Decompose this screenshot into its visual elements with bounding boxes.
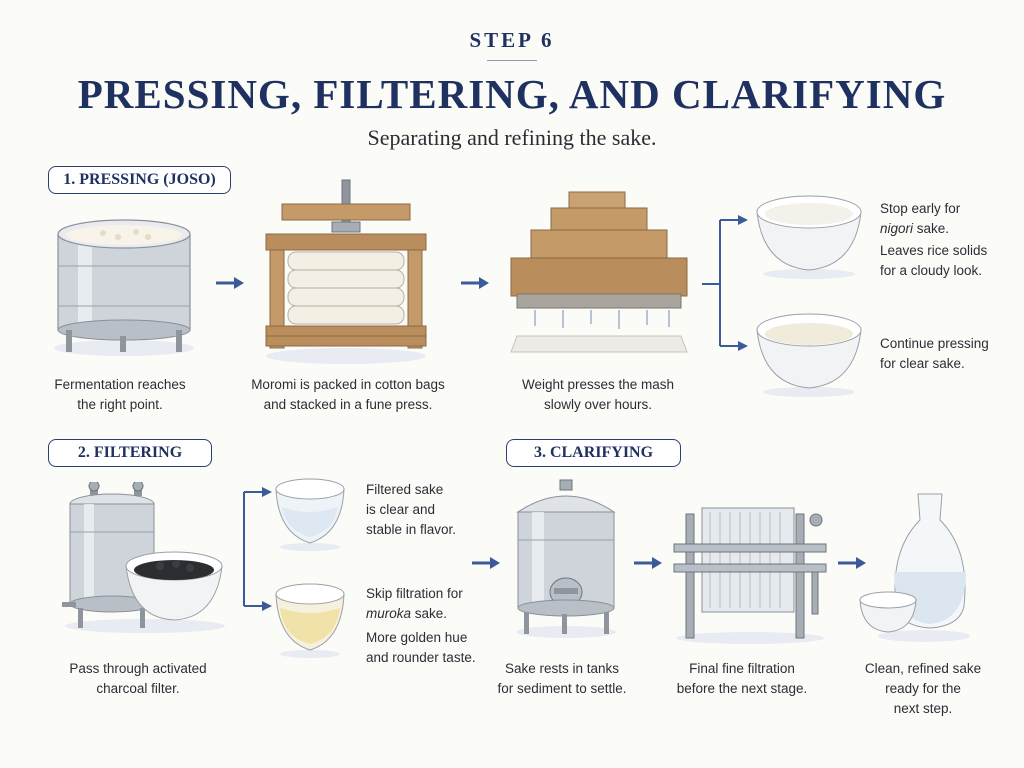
section-heading-filtering: 2. FILTERING [48, 439, 212, 467]
caption-line: Pass through activated [69, 661, 207, 676]
note-nigori: Stop early for nigori sake. Leaves rice … [880, 199, 1020, 281]
note-line: Skip filtration for [366, 586, 463, 601]
fermentation-tank-icon [54, 219, 194, 356]
caption-fine-filtration: Final fine filtration before the next st… [657, 659, 827, 699]
note-line: Leaves rice solids [880, 243, 988, 258]
caption-line: charcoal filter. [96, 681, 180, 696]
caption-line: for sediment to settle. [497, 681, 627, 696]
charcoal-filter-icon [62, 482, 225, 633]
caption-charcoal-filter: Pass through activated charcoal filter. [38, 659, 238, 699]
clear-sake-bowl-icon [756, 313, 862, 397]
note-line: nigori sake. [880, 219, 1020, 239]
arrow-right-icon [216, 277, 244, 289]
arrow-right-icon [634, 557, 662, 569]
caption-line: ready for the [885, 681, 961, 696]
caption-line: Fermentation reaches [54, 377, 186, 392]
note-filtered-sake: Filtered sake is clear and stable in fla… [366, 480, 496, 540]
note-text: sake. [411, 606, 448, 621]
caption-line: the right point. [77, 397, 163, 412]
plate-filter-press-icon [673, 507, 827, 644]
caption-line: next step. [893, 701, 953, 716]
section-heading-pressing: 1. PRESSING (JOSO) [48, 166, 231, 194]
section-heading-clarifying: 3. CLARIFYING [506, 439, 681, 467]
page-title: PRESSING, FILTERING, AND CLARIFYING [77, 71, 947, 117]
note-line: muroka sake. [366, 604, 501, 624]
note-line: and rounder taste. [366, 650, 476, 665]
muroka-sake-cup-icon [275, 583, 345, 658]
note-line: for clear sake. [880, 356, 965, 371]
caption-line: Clean, refined sake [864, 661, 982, 676]
sake-carafe-icon [859, 493, 970, 642]
caption-line: Final fine filtration [689, 661, 795, 676]
step-divider [487, 60, 537, 61]
filtered-sake-cup-icon [275, 478, 345, 551]
nigori-bowl-icon [756, 195, 862, 279]
pressing-weights-icon [510, 191, 688, 353]
caption-line: Moromi is packed in cotton bags [251, 377, 445, 392]
nigori-term: nigori [880, 221, 914, 236]
note-line: Filtered sake [366, 482, 444, 497]
note-muroka-sake: Skip filtration for muroka sake. More go… [366, 584, 501, 668]
muroka-term: muroka [366, 606, 412, 621]
arrow-right-icon [461, 277, 489, 289]
branch-arrows-icon [243, 487, 272, 611]
caption-line: before the next stage. [676, 681, 808, 696]
step-label: STEP 6 [469, 28, 555, 52]
note-line: Continue pressing [880, 336, 989, 351]
note-line: for a cloudy look. [880, 263, 983, 278]
page-subtitle: Separating and refining the sake. [367, 125, 657, 150]
caption-line: and stacked in a fune press. [263, 397, 433, 412]
note-line: stable in flavor. [366, 522, 457, 537]
note-line: More golden hue [366, 630, 468, 645]
caption-weight-press: Weight presses the mash slowly over hour… [488, 375, 708, 415]
fune-press-icon [265, 179, 427, 364]
note-text: sake. [913, 221, 950, 236]
note-line: is clear and [366, 502, 436, 517]
caption-line: Sake rests in tanks [504, 661, 620, 676]
note-line: Stop early for [880, 201, 961, 216]
arrow-right-icon [838, 557, 866, 569]
caption-fermentation: Fermentation reaches the right point. [20, 375, 220, 415]
settling-tank-icon [516, 479, 616, 638]
note-clear-sake: Continue pressing for clear sake. [880, 334, 1020, 374]
caption-fune-press: Moromi is packed in cotton bags and stac… [238, 375, 458, 415]
caption-line: slowly over hours. [543, 397, 653, 412]
branch-arrows-icon [702, 215, 748, 351]
caption-refined-sake: Clean, refined sake ready for the next s… [838, 659, 1008, 719]
arrow-right-icon [472, 557, 500, 569]
caption-settling-tank: Sake rests in tanks for sediment to sett… [477, 659, 647, 699]
caption-line: Weight presses the mash [521, 377, 675, 392]
